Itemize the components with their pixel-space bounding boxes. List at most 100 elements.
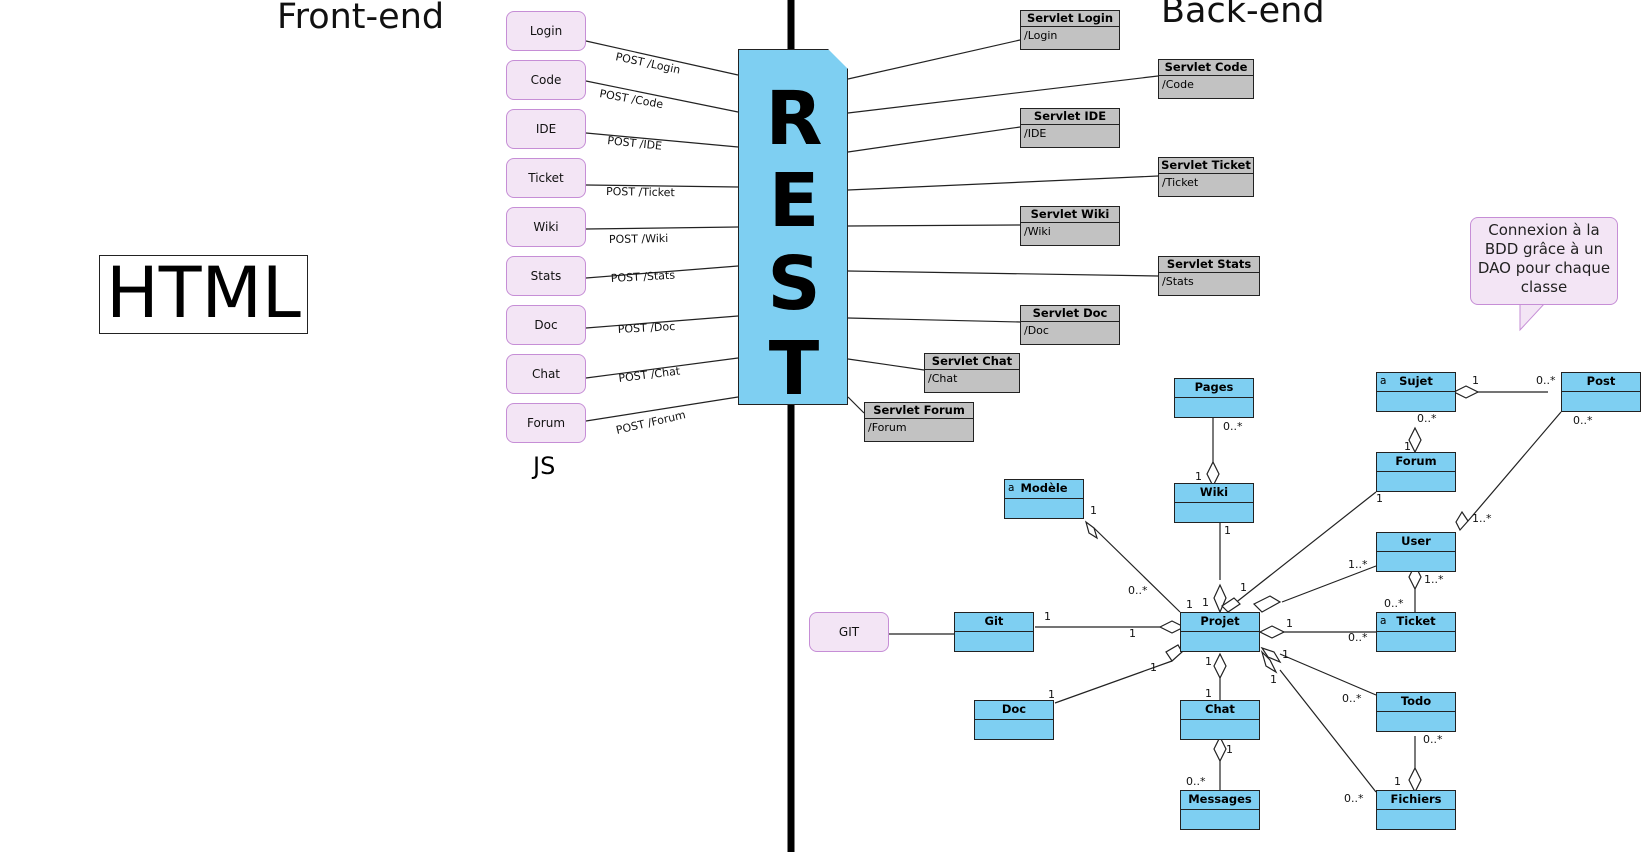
route-labels: POST /Login POST /Code POST /IDE POST /T… — [598, 50, 686, 437]
multiplicity-label: 1 — [1150, 661, 1157, 674]
multiplicity-label: 0..* — [1344, 792, 1364, 805]
class-messages: Messages — [1180, 790, 1260, 830]
servlet-forum-path: /Forum — [868, 421, 907, 434]
multiplicity-label: 0..* — [1384, 597, 1404, 610]
rest-letter-r: R — [765, 76, 823, 162]
class-fichiers: Fichiers — [1376, 790, 1456, 830]
class-sujet: a Sujet — [1376, 372, 1456, 412]
multiplicity-label: 1 — [1404, 440, 1411, 453]
diamond-modele — [1084, 520, 1099, 540]
servlet-chat-path: /Chat — [928, 372, 958, 385]
servlet-doc: Servlet Doc /Doc — [1020, 305, 1120, 345]
diamond-projet-doc — [1165, 644, 1183, 662]
class-forum: Forum — [1376, 452, 1456, 492]
servlet-chat: Servlet Chat /Chat — [924, 353, 1020, 393]
servlet-wiki-path: /Wiki — [1024, 225, 1051, 238]
git-box: GIT — [809, 612, 889, 652]
front-button-ide: IDE — [506, 109, 586, 149]
class-doc-name: Doc — [975, 701, 1053, 720]
multiplicity-label: 1 — [1240, 581, 1247, 594]
class-pages: Pages — [1174, 378, 1254, 418]
class-git-name: Git — [955, 613, 1033, 632]
class-git: Git — [954, 612, 1034, 652]
multiplicity-label: 1 — [1048, 688, 1055, 701]
multiplicity-label: 1 — [1270, 673, 1277, 686]
diamond-projet-fichiers — [1260, 649, 1278, 674]
multiplicity-label: 0..* — [1186, 775, 1206, 788]
multiplicity-label: 1..* — [1472, 512, 1492, 525]
multiplicity-label: 1 — [1376, 492, 1383, 505]
diamond-projet-chat — [1213, 652, 1227, 680]
servlet-login: Servlet Login /Login — [1020, 10, 1120, 50]
servlet-ticket-name: Servlet Ticket — [1159, 158, 1253, 174]
callout-tail — [1519, 302, 1547, 332]
class-sujet-header: a Sujet — [1377, 373, 1455, 392]
front-connectors — [585, 40, 739, 422]
route-label-forum: POST /Forum — [615, 408, 687, 437]
multiplicities: 0..* 1 1 1 0..* 1 1 1 1 1..* 1 0..* 0..*… — [1044, 374, 1593, 805]
multiplicity-label: 0..* — [1348, 631, 1368, 644]
abstract-marker: a — [1380, 615, 1387, 627]
multiplicity-label: 1 — [1226, 743, 1233, 756]
class-wiki: Wiki — [1174, 483, 1254, 523]
servlet-connectors — [847, 39, 1159, 414]
servlet-ide-name: Servlet IDE — [1021, 109, 1119, 125]
servlet-stats-path: /Stats — [1162, 275, 1194, 288]
multiplicity-label: 1 — [1044, 610, 1051, 623]
servlet-ticket-path: /Ticket — [1162, 176, 1199, 189]
diamond-projet-ticket — [1258, 625, 1286, 639]
js-label: JS — [533, 452, 556, 480]
diamond-projet-user — [1252, 595, 1282, 613]
class-todo-name: Todo — [1377, 693, 1455, 712]
class-forum-name: Forum — [1377, 453, 1455, 472]
servlet-code-name: Servlet Code — [1159, 60, 1253, 76]
multiplicity-label: 1 — [1202, 596, 1209, 609]
multiplicity-label: 1 — [1472, 374, 1479, 387]
servlet-doc-path: /Doc — [1024, 324, 1049, 337]
route-label-login: POST /Login — [614, 50, 681, 76]
servlet-ide-path: /IDE — [1024, 127, 1047, 140]
servlet-wiki-name: Servlet Wiki — [1021, 207, 1119, 223]
multiplicity-label: 1..* — [1424, 573, 1444, 586]
multiplicity-label: 1 — [1282, 648, 1289, 661]
diamond-projet-todo — [1260, 646, 1282, 664]
rest-letter-s: S — [767, 241, 821, 327]
class-chat-name: Chat — [1181, 701, 1259, 720]
servlet-stats-name: Servlet Stats — [1159, 257, 1259, 273]
multiplicity-label: 1 — [1286, 617, 1293, 630]
class-user-name: User — [1377, 533, 1455, 552]
servlet-forum: Servlet Forum /Forum — [864, 402, 974, 442]
diamond-projet-forum — [1221, 597, 1241, 613]
class-ticket-header: a Ticket — [1377, 613, 1455, 632]
diamond-todo-fichiers — [1408, 766, 1422, 794]
servlet-ticket: Servlet Ticket /Ticket — [1158, 157, 1254, 197]
multiplicity-label: 1 — [1205, 655, 1212, 668]
diamond-sujet-post — [1452, 385, 1480, 399]
multiplicity-label: 0..* — [1128, 584, 1148, 597]
diamond-wiki-pages — [1206, 460, 1220, 488]
multiplicity-label: 1 — [1195, 470, 1202, 483]
servlet-forum-name: Servlet Forum — [865, 403, 973, 419]
class-modele-header: a Modèle — [1005, 480, 1083, 499]
class-chat: Chat — [1180, 700, 1260, 740]
multiplicity-label: 0..* — [1223, 420, 1243, 433]
multiplicity-label: 1 — [1186, 598, 1193, 611]
class-ticket: a Ticket — [1376, 612, 1456, 652]
front-button-doc: Doc — [506, 305, 586, 345]
multiplicity-label: 1 — [1394, 775, 1401, 788]
front-button-ticket: Ticket — [506, 158, 586, 198]
route-label-stats: POST /Stats — [610, 269, 675, 285]
route-label-chat: POST /Chat — [618, 364, 682, 385]
front-button-chat: Chat — [506, 354, 586, 394]
class-sujet-name: Sujet — [1399, 374, 1433, 388]
rest-letter-t: T — [768, 326, 820, 412]
class-fichiers-name: Fichiers — [1377, 791, 1455, 810]
servlet-doc-name: Servlet Doc — [1021, 306, 1119, 322]
html-label: HTML — [99, 255, 308, 334]
servlet-chat-name: Servlet Chat — [925, 354, 1019, 370]
multiplicity-label: 1 — [1224, 524, 1231, 537]
abstract-marker: a — [1380, 375, 1387, 387]
frontend-title: Front-end — [277, 0, 445, 37]
multiplicity-label: 0..* — [1423, 733, 1443, 746]
aggregation-diamonds — [1084, 385, 1480, 794]
